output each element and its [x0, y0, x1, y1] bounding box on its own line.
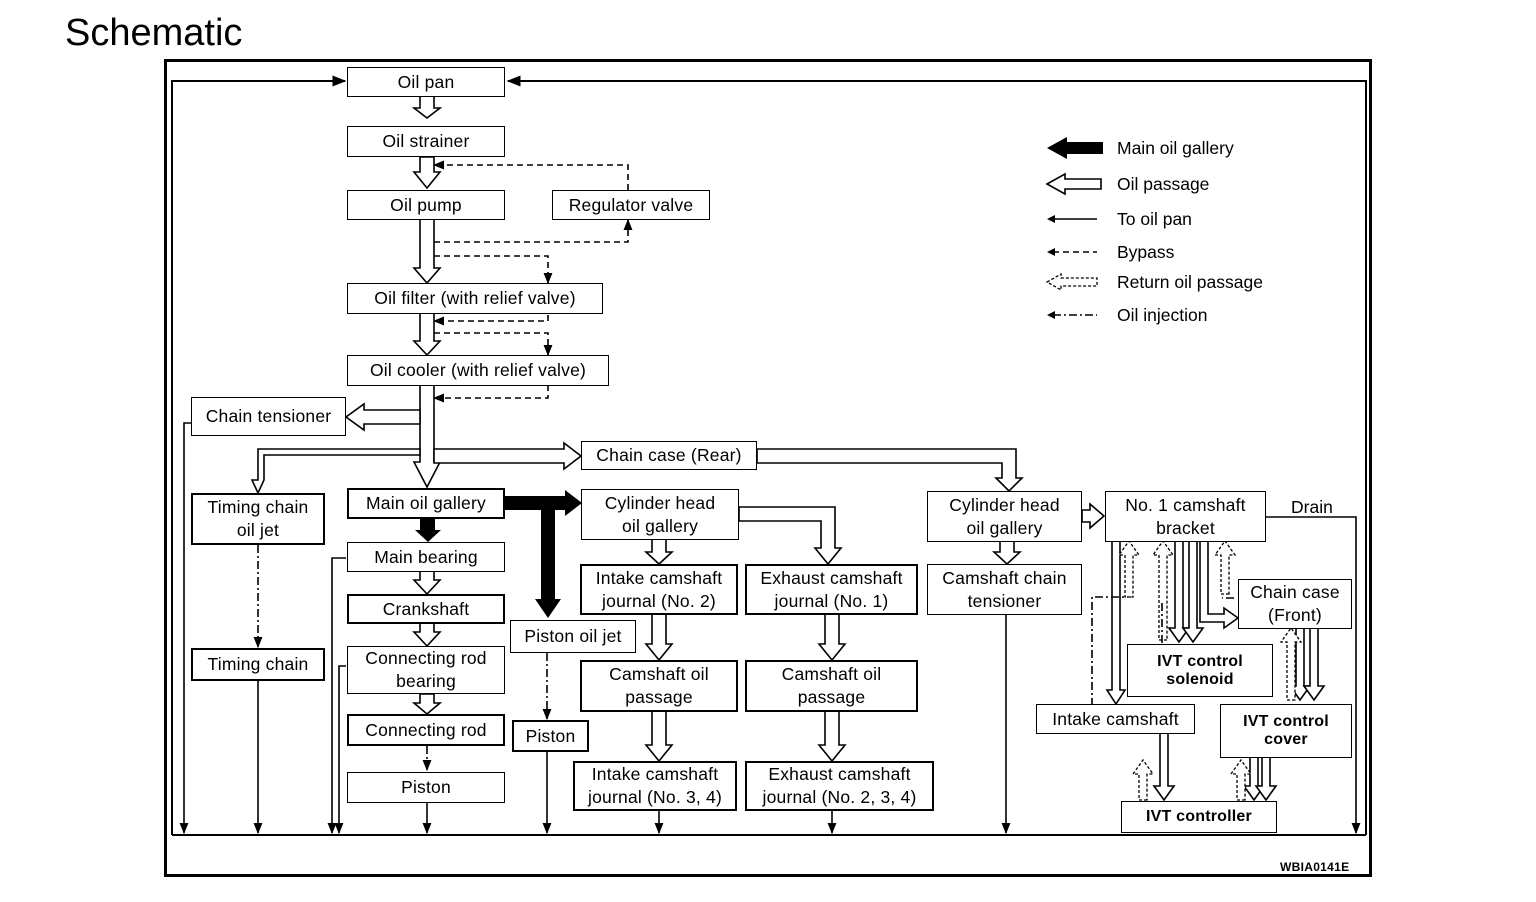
oil-strainer-box: Oil strainer — [347, 126, 505, 157]
diagram-frame — [164, 59, 1372, 877]
oil-pan-box: Oil pan — [347, 67, 505, 97]
intake-journal-34-box: Intake camshaft journal (No. 3, 4) — [573, 761, 737, 811]
chain-tensioner-box: Chain tensioner — [191, 397, 346, 436]
return-oil-passage-arrows — [1117, 539, 1303, 801]
crankshaft-box: Crankshaft — [347, 594, 505, 624]
solid-thick-arrow-icon — [1047, 137, 1103, 159]
camshaft-oil-passage-box-1: Camshaft oil passage — [580, 660, 738, 712]
legend-to-oil-pan: To oil pan — [1045, 207, 1192, 231]
chain-case-front-box: Chain case (Front) — [1238, 579, 1352, 629]
cylinder-head-gallery-box-1: Cylinder head oil gallery — [581, 489, 739, 540]
piston-box-2: Piston — [512, 720, 589, 752]
oil-cooler-box: Oil cooler (with relief valve) — [347, 355, 609, 386]
oil-injection-lines — [253, 545, 1234, 772]
chain-case-rear-box: Chain case (Rear) — [581, 441, 757, 470]
exhaust-journal-234-box: Exhaust camshaft journal (No. 2, 3, 4) — [745, 761, 934, 811]
legend-bypass: Bypass — [1045, 240, 1174, 264]
oil-passage-arrows — [250, 95, 1326, 802]
exhaust-journal-1-box: Exhaust camshaft journal (No. 1) — [745, 564, 918, 615]
timing-chain-oil-jet-box: Timing chain oil jet — [191, 493, 325, 545]
main-bearing-box: Main bearing — [347, 542, 505, 572]
piston-box: Piston — [347, 772, 505, 803]
bypass-lines — [432, 160, 633, 403]
ivt-control-cover-box: IVT control cover — [1220, 704, 1352, 758]
main-oil-gallery-box: Main oil gallery — [347, 488, 505, 519]
hollow-arrow-icon — [1045, 172, 1102, 196]
legend-return-oil-passage: Return oil passage — [1045, 270, 1263, 294]
legend-oil-injection: Oil injection — [1045, 303, 1207, 327]
drain-lines — [179, 422, 1361, 835]
page-title: Schematic — [65, 12, 243, 54]
figure-code: WBIA0141E — [1280, 860, 1350, 874]
hollow-dotted-arrow-icon — [1045, 272, 1098, 292]
piston-oil-jet-box: Piston oil jet — [510, 620, 636, 653]
thin-arrow-icon — [1047, 215, 1097, 223]
intake-journal-2-box: Intake camshaft journal (No. 2) — [580, 564, 738, 615]
oil-pump-box: Oil pump — [347, 190, 505, 220]
camshaft-chain-tensioner-box: Camshaft chain tensioner — [927, 564, 1082, 615]
regulator-valve-box: Regulator valve — [552, 190, 710, 220]
dashed-arrow-icon — [1047, 248, 1097, 256]
main-oil-gallery-arrows — [415, 490, 582, 618]
return-bus — [171, 75, 1367, 836]
dash-dot-arrow-icon — [1047, 311, 1097, 319]
drain-label: Drain — [1291, 497, 1333, 517]
connecting-rod-bearing-box: Connecting rod bearing — [347, 646, 505, 694]
ivt-controller-box: IVT controller — [1121, 801, 1277, 833]
no1-camshaft-bracket-box: No. 1 camshaft bracket — [1105, 491, 1266, 542]
legend-oil-passage: Oil passage — [1045, 172, 1209, 196]
camshaft-oil-passage-box-2: Camshaft oil passage — [745, 660, 918, 712]
connecting-rod-box: Connecting rod — [347, 714, 505, 746]
ivt-control-solenoid-box: IVT control solenoid — [1127, 644, 1273, 697]
intake-camshaft-box: Intake camshaft — [1036, 704, 1195, 734]
oil-filter-box: Oil filter (with relief valve) — [347, 283, 603, 314]
legend-main-oil-gallery: Main oil gallery — [1045, 136, 1234, 160]
timing-chain-box: Timing chain — [191, 648, 325, 681]
cylinder-head-gallery-box-2: Cylinder head oil gallery — [927, 491, 1082, 542]
